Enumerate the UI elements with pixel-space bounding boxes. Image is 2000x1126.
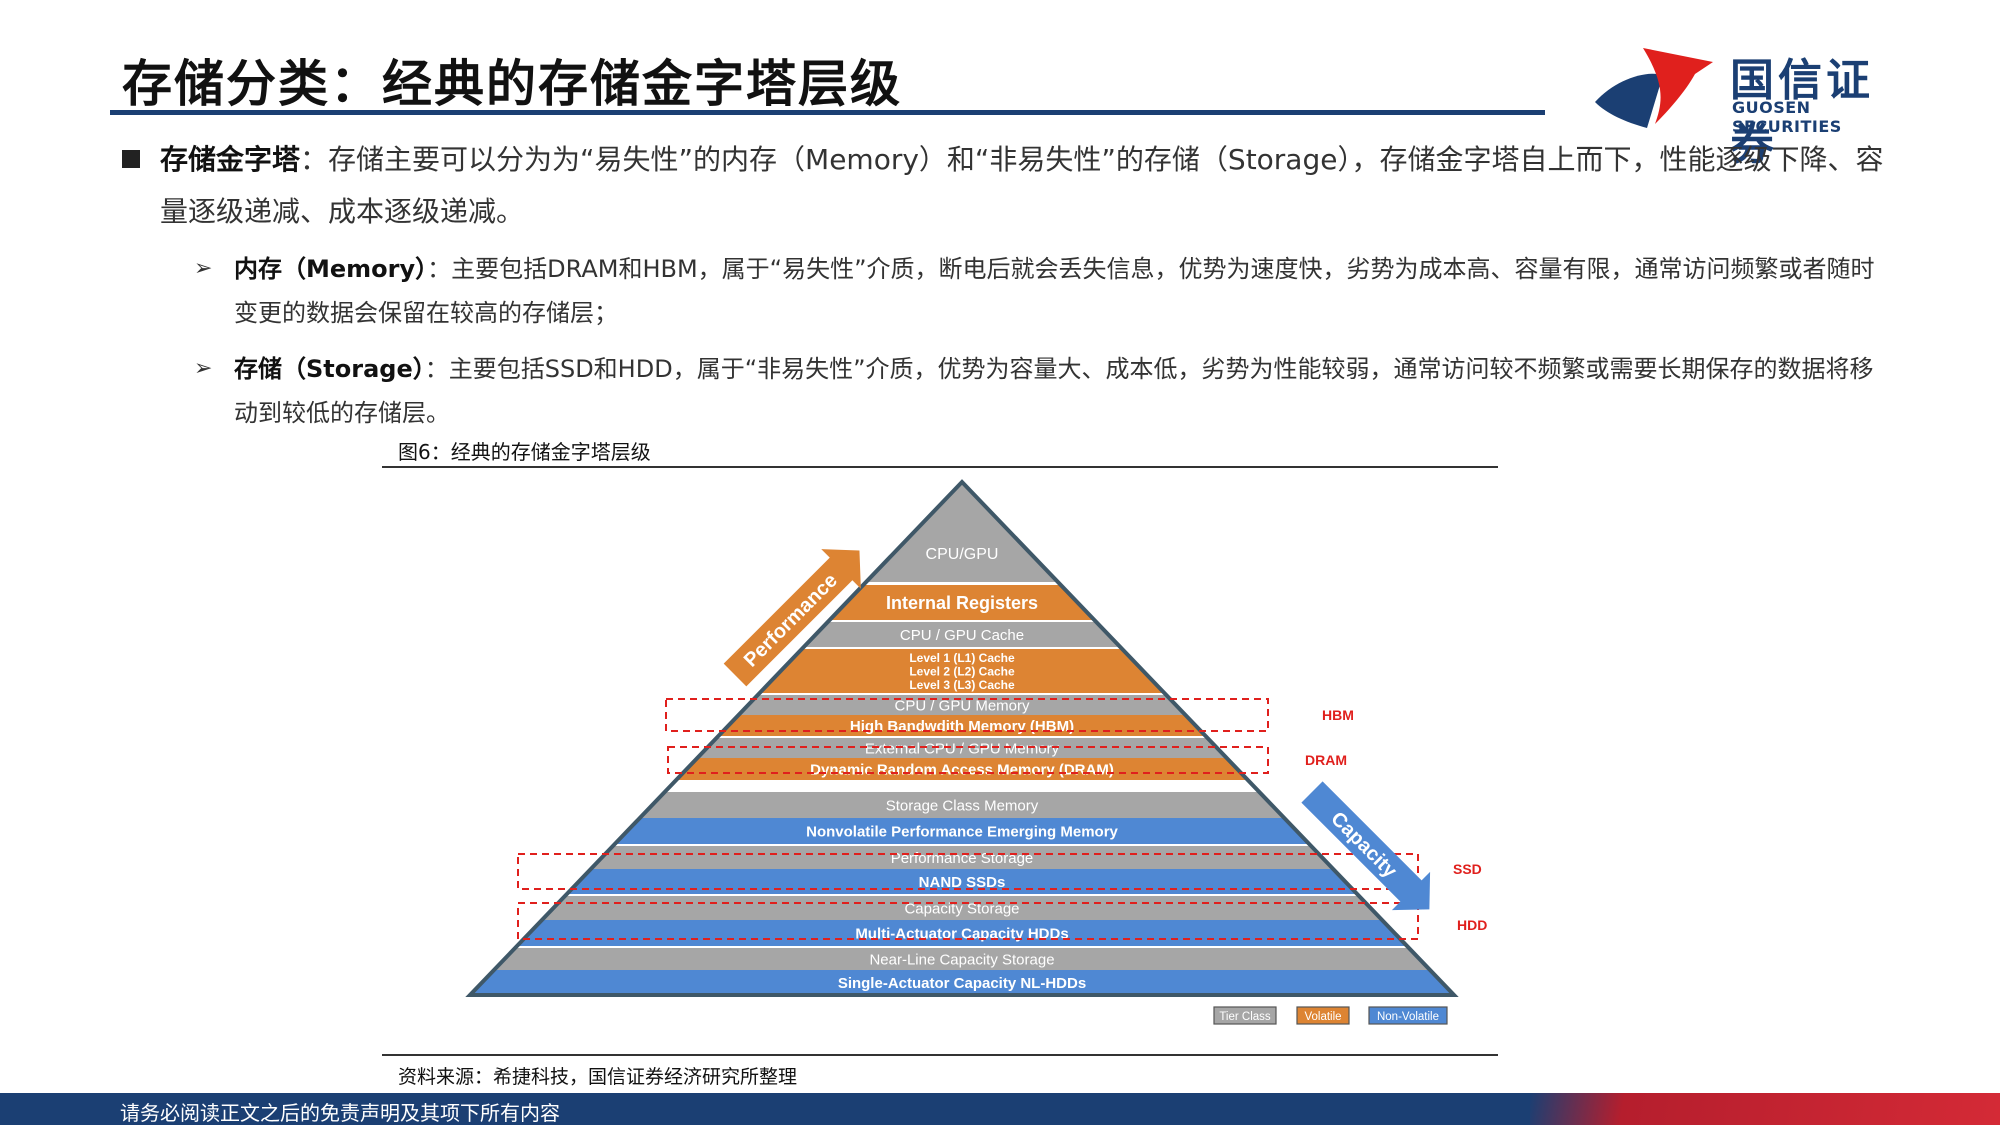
logo-mark-icon	[1595, 48, 1713, 128]
sub-bullet-label: 存储（Storage）	[234, 355, 425, 383]
sub-bullet-body: ：主要包括SSD和HDD，属于“非易失性”介质，优势为容量大、成本低，劣势为性能…	[234, 355, 1874, 427]
pyramid-layer-label: Near-Line Capacity Storage	[869, 951, 1054, 968]
pyramid-layer-label: Nonvolatile Performance Emerging Memory	[806, 823, 1118, 840]
highlight-box	[665, 698, 1269, 732]
apex-label: CPU/GPU	[926, 546, 999, 563]
highlight-box	[517, 902, 1419, 940]
pyramid-gap	[664, 780, 1260, 792]
pyramid-layer-label: CPU / GPU Cache	[900, 627, 1024, 644]
pyramid-outline	[465, 479, 1459, 997]
pyramid-layer-label: Dynamic Random Access Memory (DRAM)	[810, 761, 1114, 778]
pyramid-layer-label: High Bandwdith Memory (HBM)	[850, 718, 1074, 735]
main-bullet: 存储金字塔：存储主要可以分为为“易失性”的内存（Memory）和“非易失性”的存…	[122, 134, 1892, 238]
cache-level-label: Level 1 (L1) Cache	[909, 651, 1015, 665]
figure-top-rule	[382, 466, 1498, 468]
capacity-arrow-shape	[1301, 781, 1431, 911]
sub-bullet-text: 内存（Memory）：主要包括DRAM和HBM，属于“易失性”介质，断电后就会丢…	[234, 247, 1884, 335]
sub-bullet-memory: ➢ 内存（Memory）：主要包括DRAM和HBM，属于“易失性”介质，断电后就…	[194, 247, 1884, 335]
legend-swatch	[1213, 1006, 1277, 1025]
pyramid-apex	[866, 482, 1058, 582]
logo-english-name: GUOSEN SECURITIES	[1732, 98, 1842, 136]
sub-bullet-label: 内存（Memory）	[234, 255, 428, 283]
pyramid-layer-label: External CPU / GPU Memory	[865, 740, 1060, 757]
pyramid-layer	[493, 948, 1431, 970]
main-bullet-text: 存储金字塔：存储主要可以分为为“易失性”的内存（Memory）和“非易失性”的存…	[160, 134, 1892, 238]
main-bullet-body: ：存储主要可以分为为“易失性”的内存（Memory）和“非易失性”的存储（Sto…	[160, 143, 1884, 228]
legend-swatch	[1368, 1006, 1448, 1025]
performance-arrow-shape	[723, 549, 861, 687]
pyramid-layer	[803, 622, 1121, 647]
legend-label: Volatile	[1304, 1011, 1341, 1023]
sub-bullet-body: ：主要包括DRAM和HBM，属于“易失性”介质，断电后就会丢失信息，优势为速度快…	[234, 255, 1875, 327]
pyramid-layer-cache-levels	[759, 649, 1165, 693]
highlight-box-label: SSD	[1453, 861, 1482, 877]
footer-accent	[1530, 1093, 2000, 1125]
pyramid-layer	[614, 818, 1310, 844]
highlight-box-label: HDD	[1457, 917, 1487, 933]
figure-caption: 图6：经典的存储金字塔层级	[398, 440, 651, 464]
pyramid-layer-label: CPU / GPU Memory	[894, 697, 1030, 714]
legend-label: Non-Volatile	[1377, 1011, 1439, 1023]
pyramid-layer-label: Single-Actuator Capacity NL-HDDs	[838, 975, 1086, 992]
legend-swatch	[1296, 1006, 1350, 1025]
cache-level-label: Level 3 (L3) Cache	[909, 678, 1015, 692]
sub-bullet-storage: ➢ 存储（Storage）：主要包括SSD和HDD，属于“非易失性”介质，优势为…	[194, 347, 1884, 435]
cache-level-label: Level 2 (L2) Cache	[909, 665, 1015, 679]
main-bullet-label: 存储金字塔	[160, 143, 301, 176]
highlight-box	[667, 746, 1269, 774]
highlight-box	[517, 853, 1419, 890]
pyramid-layer	[639, 792, 1285, 818]
figure-source: 资料来源：希捷科技，国信证券经济研究所整理	[398, 1066, 798, 1088]
pyramid-layer-label: Performance Storage	[891, 850, 1034, 867]
logo-chinese-name: 国信证券	[1730, 55, 1874, 170]
highlight-box-label: DRAM	[1305, 752, 1347, 768]
pyramid-layer-label: Capacity Storage	[904, 900, 1019, 917]
pyramid-layer	[566, 869, 1358, 894]
arrow-bullet-icon: ➢	[194, 256, 213, 281]
legend-label: Tier Class	[1219, 1011, 1271, 1023]
company-logo: 国信证券 GUOSEN SECURITIES	[1585, 40, 1905, 170]
arrow-bullet-icon: ➢	[194, 356, 213, 381]
highlight-box-label: HBM	[1322, 707, 1354, 723]
figure-bottom-rule	[382, 1054, 1498, 1056]
pyramid-layer	[590, 846, 1334, 869]
sub-bullet-text: 存储（Storage）：主要包括SSD和HDD，属于“非易失性”介质，优势为容量…	[234, 347, 1884, 435]
pyramid-layer	[470, 970, 1454, 995]
footer-disclaimer: 请务必阅读正文之后的免责声明及其项下所有内容	[120, 1101, 560, 1125]
pyramid-layer	[829, 585, 1095, 620]
page-title: 存储分类：经典的存储金字塔层级	[122, 55, 902, 113]
footer-bar: 请务必阅读正文之后的免责声明及其项下所有内容	[0, 1093, 2000, 1125]
title-underline	[110, 110, 1545, 115]
pyramid-layer-label: NAND SSDs	[919, 874, 1006, 891]
square-bullet-icon	[122, 150, 140, 168]
pyramid-layer-label: Internal Registers	[886, 593, 1038, 613]
pyramid-layer-label: Storage Class Memory	[886, 797, 1039, 814]
pyramid-layer	[676, 758, 1248, 780]
